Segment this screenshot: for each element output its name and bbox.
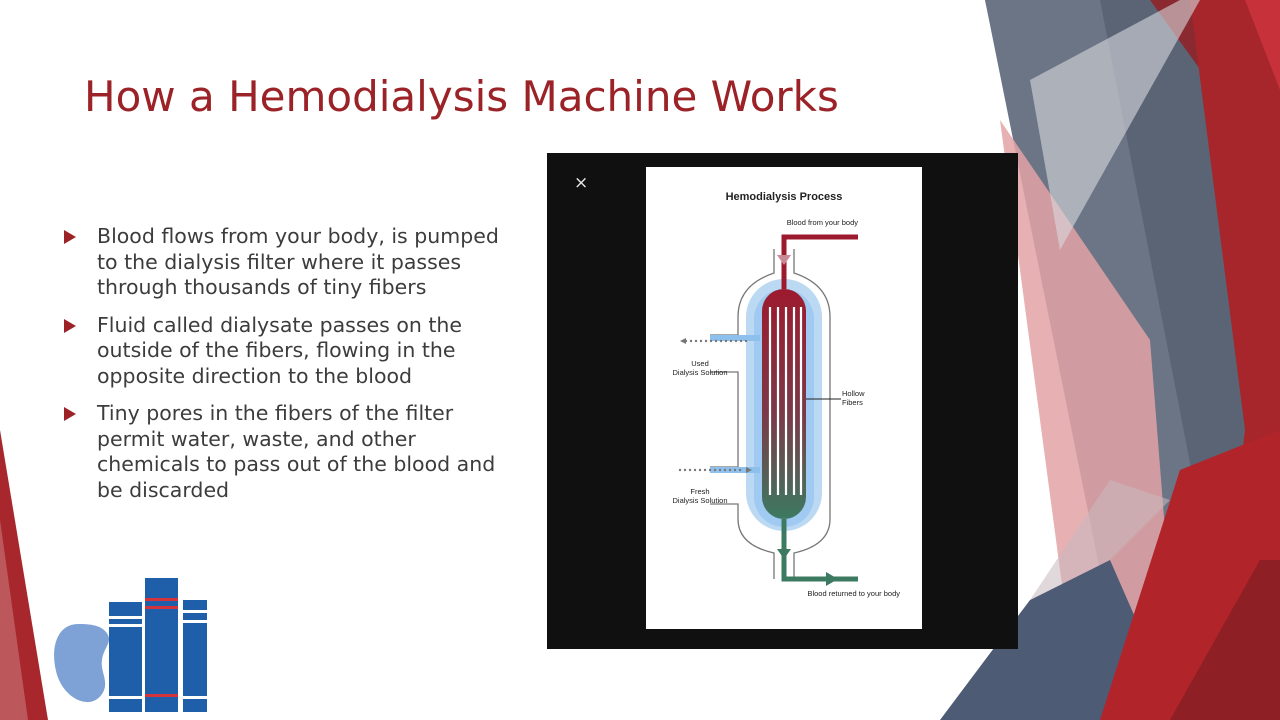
book-1 <box>109 602 142 712</box>
used-solution-flow-arrows <box>680 338 748 344</box>
dialyzer-housing-right <box>793 249 831 579</box>
bullet-text: Blood flows from your body, is pumped to… <box>97 224 499 299</box>
fibers-label-line2: Fibers <box>842 398 863 407</box>
bullet-list: Blood flows from your body, is pumped to… <box>60 224 500 515</box>
kidney-shape <box>54 624 110 703</box>
book-3 <box>183 600 207 712</box>
bullet-text: Fluid called dialysate passes on the out… <box>97 312 463 388</box>
bullet-item: Tiny pores in the fibers of the filter p… <box>60 401 500 503</box>
hemodialysis-diagram: Hemodialysis Process <box>672 191 900 598</box>
diagram-image: Hemodialysis Process <box>646 167 922 629</box>
triangle-bullet-icon <box>64 407 76 421</box>
used-label-line1: Used <box>691 359 709 368</box>
hollow-fibers <box>768 307 803 495</box>
used-solution-port <box>710 335 760 341</box>
fresh-solution-flow-arrows <box>678 467 752 473</box>
bullet-item: Blood flows from your body, is pumped to… <box>60 224 500 301</box>
bullet-text: Tiny pores in the fibers of the filter p… <box>97 401 496 502</box>
blood-in-label: Blood from your body <box>787 218 859 227</box>
fibers-label-line1: Hollow <box>842 389 865 398</box>
diagram-title: Hemodialysis Process <box>726 191 843 203</box>
fresh-label-line1: Fresh <box>690 487 709 496</box>
used-label-line2: Dialysis Solution <box>672 368 727 377</box>
blood-in-tube <box>781 234 858 289</box>
fresh-label-line2: Dialysis Solution <box>672 496 727 505</box>
kidney-books-logo <box>54 578 207 712</box>
triangle-bullet-icon <box>64 230 76 244</box>
slide-title: How a Hemodialysis Machine Works <box>84 72 839 121</box>
bullet-item: Fluid called dialysate passes on the out… <box>60 313 500 390</box>
triangle-bullet-icon <box>64 318 76 333</box>
close-icon[interactable]: × <box>574 173 589 193</box>
blood-chamber <box>762 289 806 519</box>
blood-out-arrow <box>777 549 791 559</box>
image-viewer-popup: × Hemodialysis Process <box>547 153 1018 649</box>
blood-in-arrow <box>777 255 791 265</box>
blood-out-label: Blood returned to your body <box>807 589 900 598</box>
